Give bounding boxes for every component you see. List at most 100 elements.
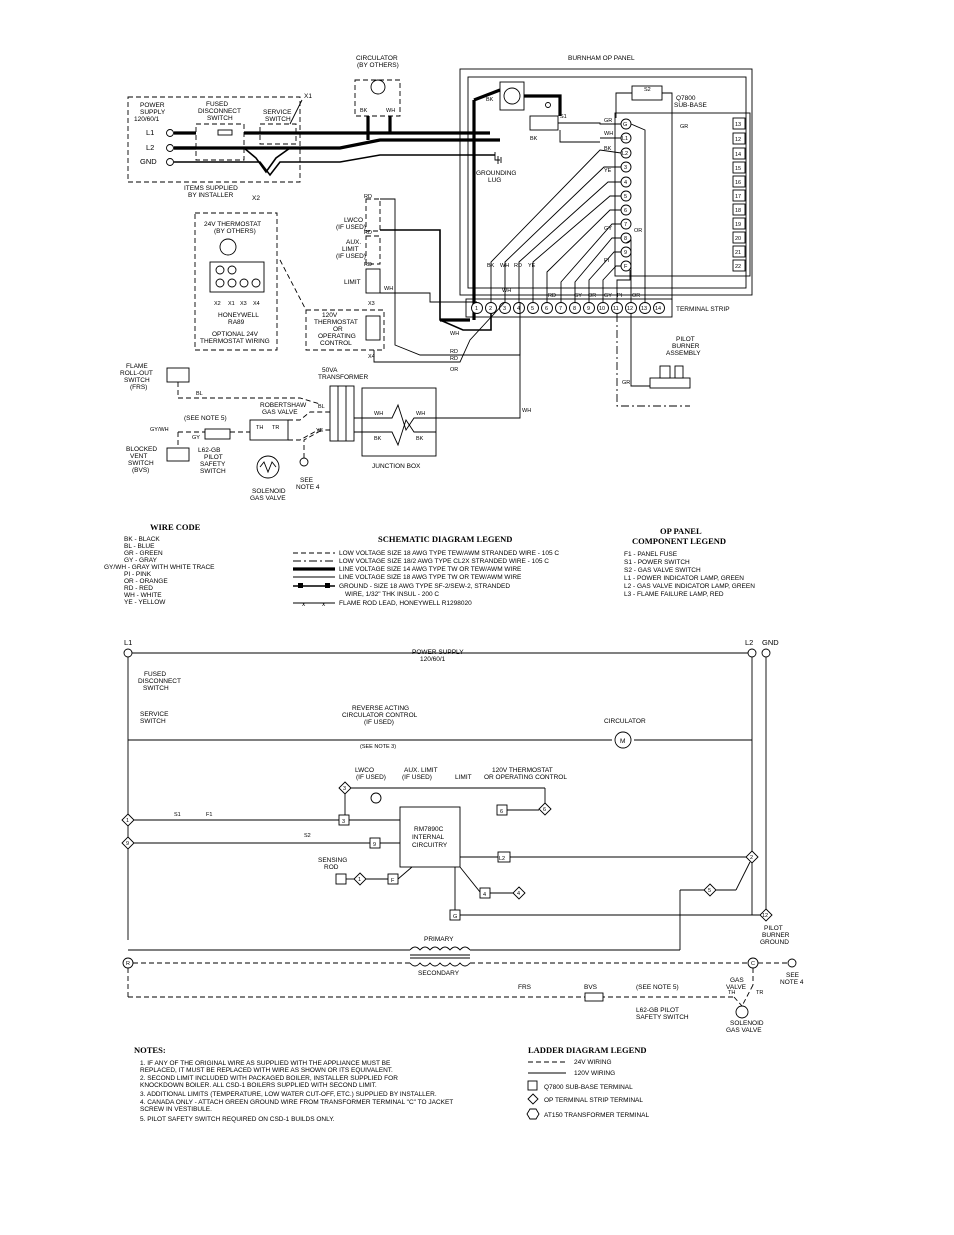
- svg-text:LOW VOLTAGE SIZE 18/2 AWG TYPE: LOW VOLTAGE SIZE 18/2 AWG TYPE CL2X STRA…: [339, 558, 549, 565]
- svg-text:SEE: SEE: [786, 972, 800, 979]
- honeywell-label: HONEYWELL: [218, 312, 259, 319]
- svg-text:PILOT: PILOT: [764, 925, 783, 932]
- svg-text:LIMIT: LIMIT: [455, 774, 472, 781]
- svg-text:12: 12: [735, 137, 741, 143]
- svg-text:RD: RD: [364, 230, 372, 236]
- circ-bk-label: BK: [360, 108, 368, 114]
- svg-text:LWCO: LWCO: [355, 767, 374, 774]
- svg-text:16: 16: [735, 180, 741, 186]
- power-supply-label-3: 120/60/1: [134, 116, 160, 123]
- terminal-strip-terminals: 1 2 3 4 5 6 7 8 9 10 11 12 13 14: [471, 302, 665, 314]
- svg-text:REPLACED, IT MUST BE REPLACED: REPLACED, IT MUST BE REPLACED WITH WIRE …: [140, 1067, 393, 1074]
- svg-text:GY: GY: [604, 293, 612, 299]
- robertshaw-label-2: GAS VALVE: [262, 409, 298, 416]
- circulator-motor-icon: [370, 79, 386, 95]
- svg-text:YE: YE: [604, 168, 612, 174]
- solenoid-label-2: GAS VALVE: [250, 495, 286, 502]
- gnd-label: GND: [140, 157, 157, 166]
- power-supply-label: POWER: [140, 102, 165, 109]
- svg-text:LINE VOLTAGE SIZE 14 AWG TYPE: LINE VOLTAGE SIZE 14 AWG TYPE TW OR TEW/…: [339, 566, 522, 573]
- svg-text:RD: RD: [548, 293, 556, 299]
- svg-text:AUX. LIMIT: AUX. LIMIT: [404, 767, 438, 774]
- svg-text:FLAME ROD LEAD, HONEYWELL R129: FLAME ROD LEAD, HONEYWELL R1298020: [339, 600, 472, 607]
- svg-text:4: 4: [624, 180, 627, 186]
- svg-text:WH: WH: [604, 131, 613, 137]
- svg-text:8: 8: [624, 236, 627, 242]
- svg-text:13: 13: [735, 122, 741, 128]
- svg-text:KNOCKDOWN BOILER. ALL CSD-1 BO: KNOCKDOWN BOILER. ALL CSD-1 BOILERS SUPP…: [140, 1082, 377, 1089]
- svg-text:x: x: [302, 601, 306, 608]
- robertshaw-label: ROBERTSHAW: [260, 402, 307, 409]
- svg-text:F1 - PANEL FUSE: F1 - PANEL FUSE: [624, 551, 678, 558]
- svg-text:(IF USED): (IF USED): [356, 774, 386, 781]
- svg-text:X3: X3: [368, 301, 375, 307]
- svg-text:15: 15: [735, 166, 741, 172]
- svg-text:4. CANADA ONLY - ATTACH GREEN: 4. CANADA ONLY - ATTACH GREEN GROUND WIR…: [140, 1099, 453, 1106]
- svg-text:8: 8: [573, 306, 576, 312]
- svg-text:F: F: [391, 878, 395, 884]
- svg-text:OR: OR: [634, 228, 642, 234]
- bvs-label: BLOCKED: [126, 446, 157, 453]
- svg-text:GY: GY: [574, 293, 582, 299]
- svg-text:X2: X2: [214, 301, 221, 307]
- svg-text:9: 9: [587, 306, 590, 312]
- svg-text:14: 14: [655, 306, 661, 312]
- notes-title: NOTES:: [134, 1045, 166, 1055]
- svg-text:PRIMARY: PRIMARY: [424, 936, 454, 943]
- svg-text:F1: F1: [206, 812, 212, 818]
- frs-label-4: (FRS): [130, 384, 147, 391]
- circ-wh-label: WH: [386, 108, 395, 114]
- svg-text:PI: PI: [604, 258, 610, 264]
- svg-text:5: 5: [708, 888, 711, 894]
- svg-text:1: 1: [358, 877, 361, 883]
- svg-text:WH - WHITE: WH - WHITE: [124, 592, 162, 599]
- svg-text:TH: TH: [728, 990, 735, 996]
- svg-text:9: 9: [373, 842, 376, 848]
- f1-fuse-icon: [503, 87, 521, 105]
- svg-text:YE - YELLOW: YE - YELLOW: [124, 599, 166, 606]
- circulator-motor-icon: [614, 731, 632, 749]
- svg-text:3: 3: [503, 306, 506, 312]
- svg-text:19: 19: [735, 222, 741, 228]
- svg-text:S1 - POWER SWITCH: S1 - POWER SWITCH: [624, 559, 690, 566]
- t120-label-5: CONTROL: [320, 340, 352, 347]
- panel-diagonal-wires: [490, 123, 646, 302]
- svg-text:YE: YE: [316, 428, 324, 434]
- op-legend-title-2: COMPONENT LEGEND: [632, 536, 726, 546]
- q7800-right-terminals: 13 12 14 15 16 17 18 19 20 21 22: [732, 117, 746, 272]
- svg-text:FUSED: FUSED: [144, 671, 166, 678]
- l1-terminal: [166, 129, 174, 137]
- circulator-box: [354, 79, 401, 117]
- transformer-label-2: TRANSFORMER: [318, 374, 369, 381]
- svg-text:G: G: [623, 122, 627, 128]
- svg-text:10: 10: [599, 306, 605, 312]
- service-switch-label: SERVICE: [263, 109, 292, 116]
- svg-text:OR: OR: [450, 367, 458, 373]
- svg-text:BK - BLACK: BK - BLACK: [124, 536, 160, 543]
- aux-limit-label-3: (IF USED): [336, 253, 366, 260]
- svg-text:3. ADDITIONAL LIMITS (TEMPERA: 3. ADDITIONAL LIMITS (TEMPERATURE, LOW W…: [140, 1091, 437, 1098]
- svg-text:3: 3: [343, 786, 346, 792]
- fused-switch-label-2: DISCONNECT: [198, 108, 241, 115]
- t120-label-2: THERMOSTAT: [314, 319, 358, 326]
- svg-text:L2 - GAS VALVE INDICATOR LAM: L2 - GAS VALVE INDICATOR LAMP, GREEN: [624, 583, 755, 590]
- svg-text:SECONDARY: SECONDARY: [418, 970, 460, 977]
- thermostat-optional-box: [194, 212, 278, 351]
- l2-label: L2: [146, 143, 154, 152]
- svg-text:S2 - GAS VALVE SWITCH: S2 - GAS VALVE SWITCH: [624, 567, 701, 574]
- svg-text:x: x: [322, 601, 326, 608]
- svg-text:OR: OR: [588, 293, 596, 299]
- l62gb-label-4: SWITCH: [200, 468, 226, 475]
- svg-text:5. PILOT SAFETY SWITCH REQUIR: 5. PILOT SAFETY SWITCH REQUIRED ON CSD-1…: [140, 1116, 335, 1123]
- gnd-terminal: [166, 158, 174, 166]
- svg-text:VALVE: VALVE: [726, 984, 747, 991]
- l62gb-label-2: PILOT: [204, 454, 223, 461]
- panel-bk-label: BK: [486, 97, 494, 103]
- l62gb-label-3: SAFETY: [200, 461, 226, 468]
- terminal-strip: [465, 298, 673, 318]
- l2-terminal: [166, 144, 174, 152]
- lwco-label-2: (IF USED): [336, 224, 366, 231]
- svg-text:1. IF ANY OF THE ORIGINAL WIR: 1. IF ANY OF THE ORIGINAL WIRE AS SUPPLI…: [140, 1060, 391, 1067]
- svg-text:X1: X1: [228, 301, 235, 307]
- svg-text:11: 11: [613, 306, 619, 312]
